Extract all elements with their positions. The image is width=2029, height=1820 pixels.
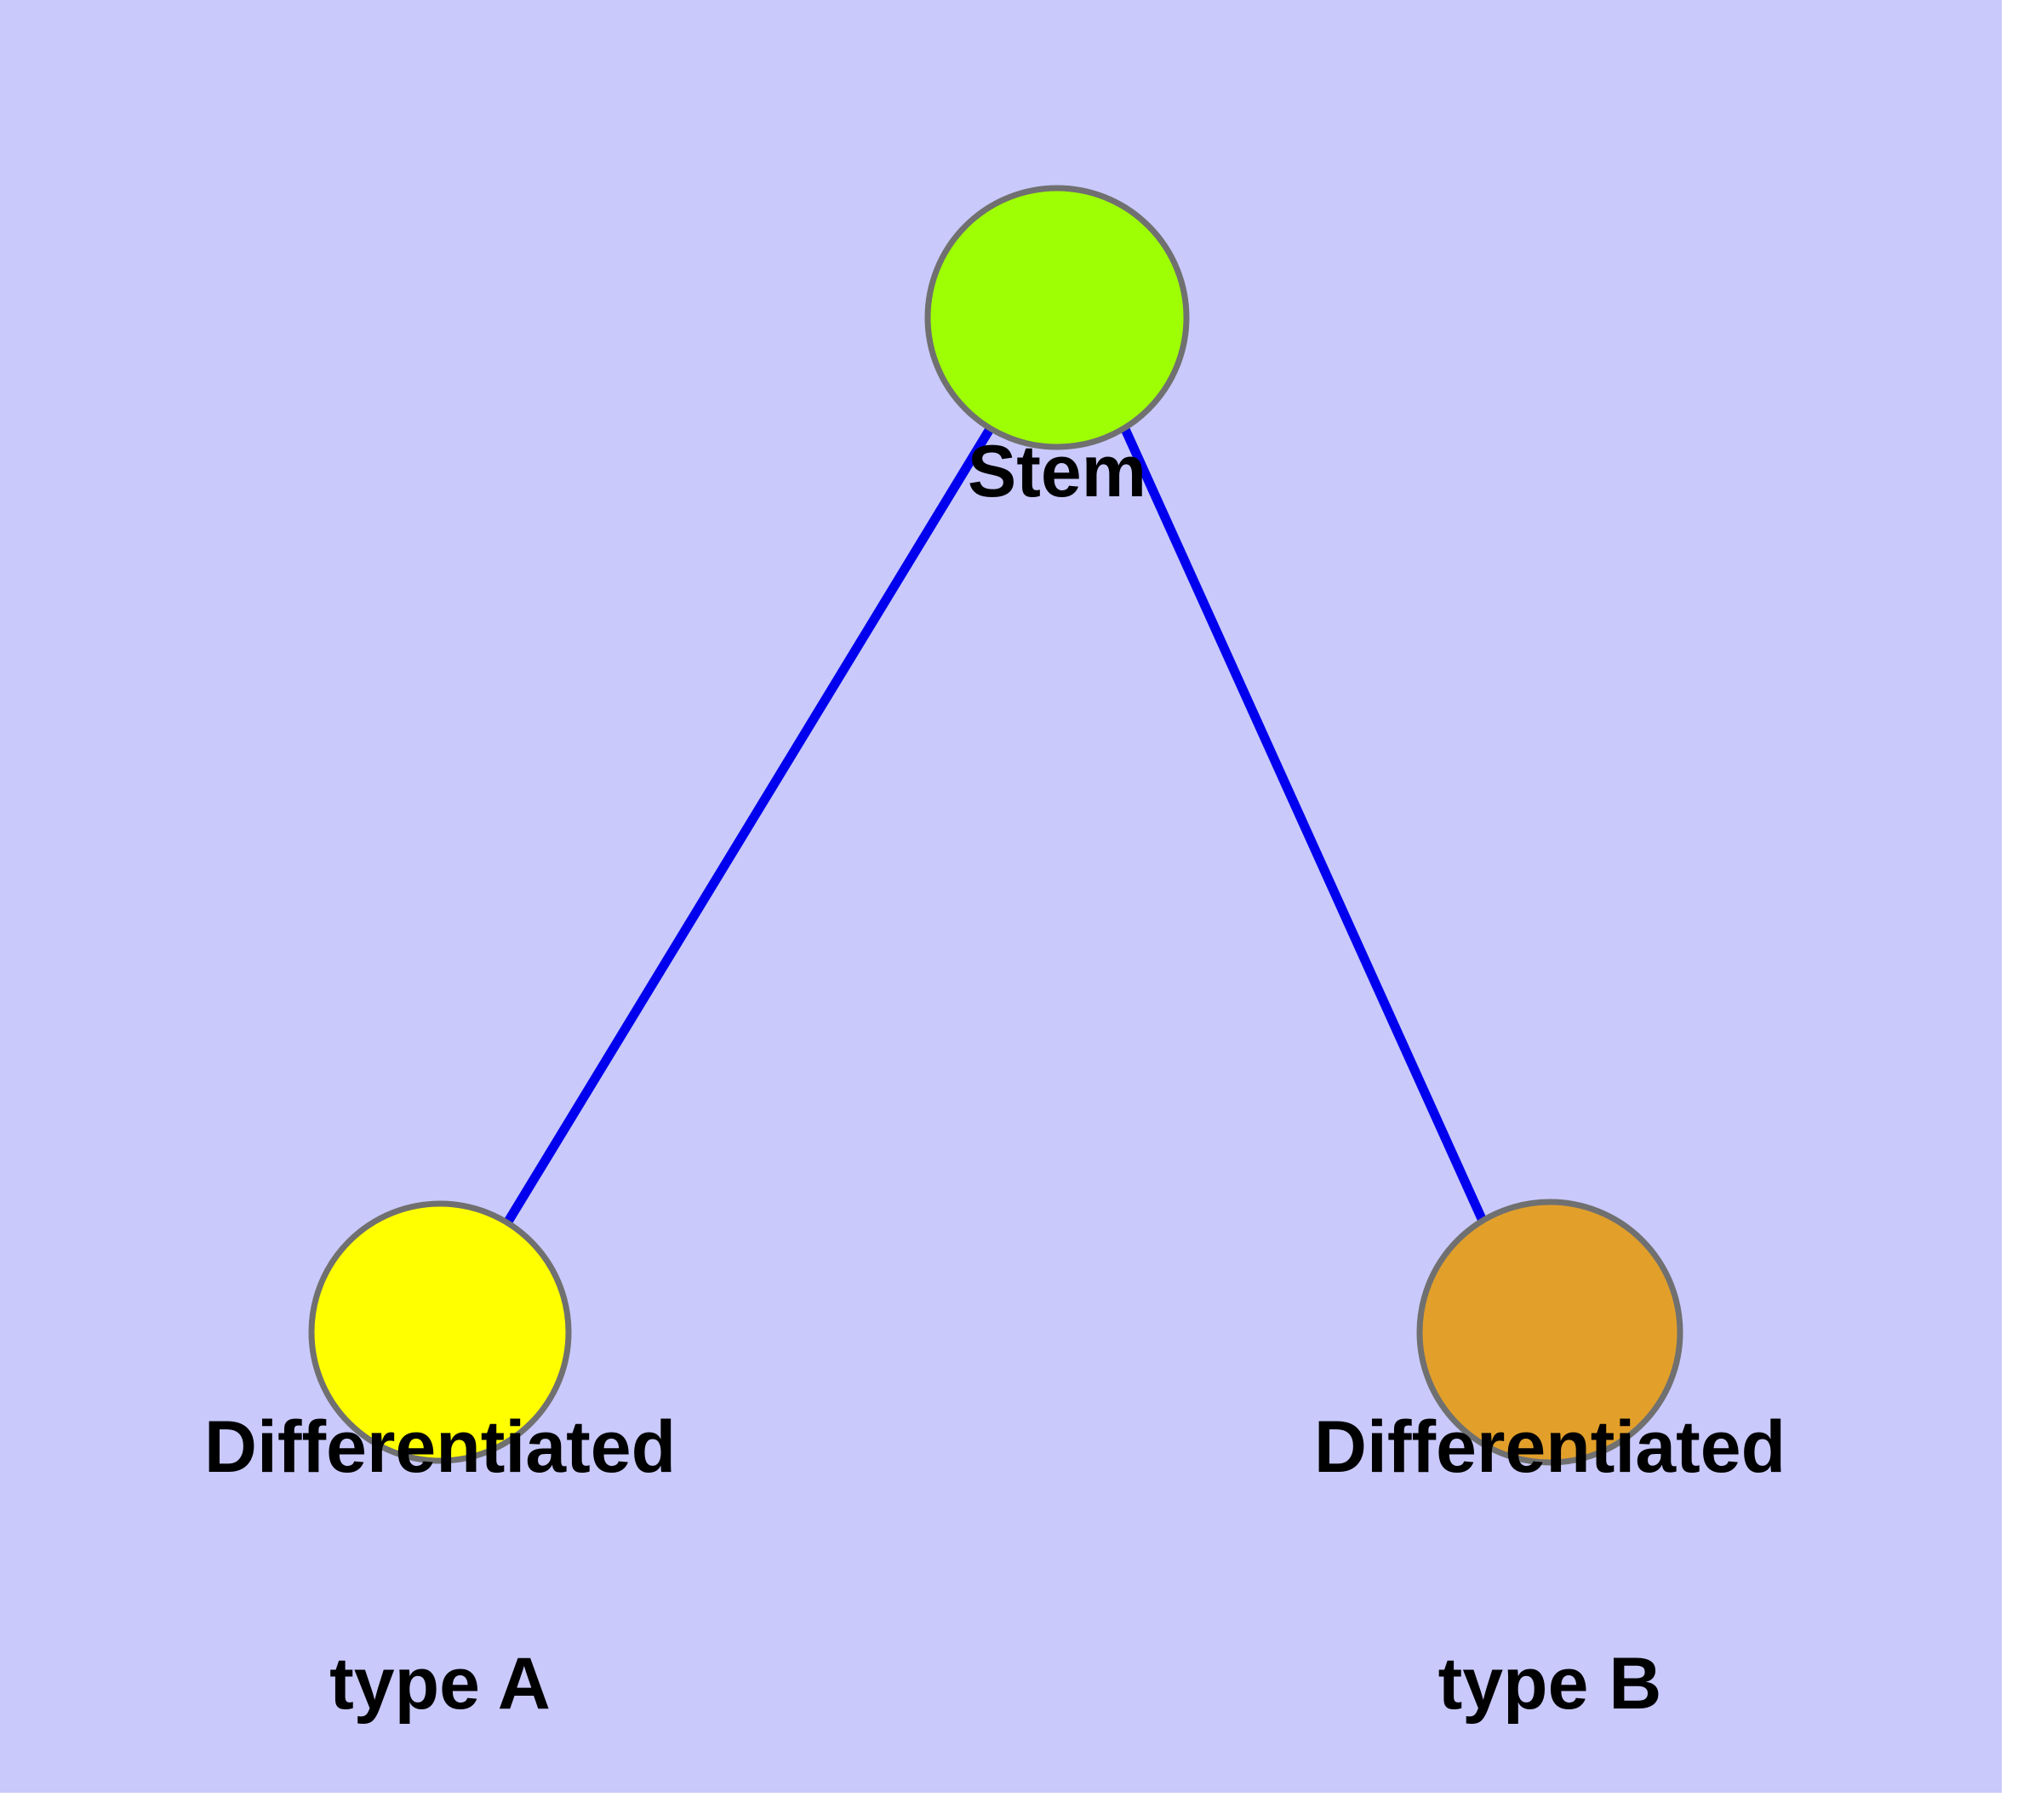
- edge-stem-to-differentiated-type-a[interactable]: [504, 426, 994, 1224]
- edge-stem-to-differentiated-type-b[interactable]: [1120, 426, 1488, 1223]
- node-differentiated-type-a-circle[interactable]: [308, 1200, 572, 1464]
- node-differentiated-type-b-circle[interactable]: [1416, 1199, 1683, 1466]
- node-stem-circle[interactable]: [924, 185, 1190, 450]
- node-layer: [308, 185, 1683, 1466]
- edge-layer: [504, 426, 1488, 1224]
